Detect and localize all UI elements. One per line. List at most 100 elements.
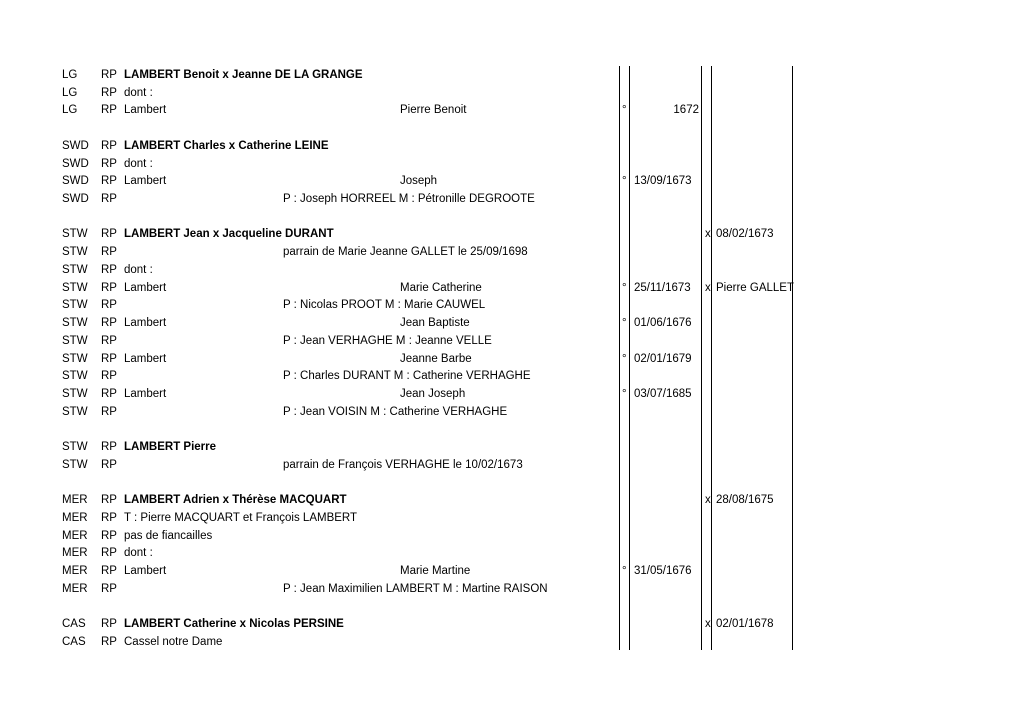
entry-text: dont :	[124, 547, 153, 560]
marriage-date: 08/02/1673	[716, 228, 774, 241]
location-code: SWD	[62, 139, 89, 152]
location-code: STW	[62, 458, 88, 471]
birth-date: 25/11/1673	[634, 281, 691, 294]
godparents-text: P : Joseph HORREEL M : Pétronille DEGROO…	[283, 193, 535, 206]
register-code: RP	[101, 636, 117, 649]
given-names: Marie Martine	[400, 565, 471, 578]
entry-text: Lambert	[124, 175, 167, 188]
entry-text: Cassel notre Dame	[124, 636, 223, 649]
location-code: SWD	[62, 157, 89, 170]
birth-symbol: °	[622, 175, 627, 188]
location-code: MER	[62, 565, 88, 578]
couple-heading: LAMBERT Jean x Jacqueline DURANT	[124, 228, 334, 241]
table-row: SWD RP P : Joseph HORREEL M : Pétronille D…	[0, 190, 1024, 208]
column-rule	[701, 66, 702, 650]
marriage-date: 28/08/1675	[716, 494, 774, 507]
location-code: SWD	[62, 175, 89, 188]
entry-text: dont :	[124, 263, 153, 276]
given-names: Jean Joseph	[400, 387, 466, 400]
column-rule	[792, 66, 793, 650]
register-code: RP	[101, 317, 117, 330]
couple-heading: LAMBERT Benoit x Jeanne DE LA GRANGE	[124, 69, 363, 81]
register-code: RP	[101, 228, 117, 241]
register-code: RP	[101, 441, 117, 454]
birth-symbol: °	[622, 565, 627, 578]
register-code: RP	[101, 193, 117, 206]
entry-text: dont :	[124, 86, 153, 99]
entry-text: Lambert	[124, 387, 167, 400]
location-code: MER	[62, 582, 88, 595]
godparents-text: parrain de François VERHAGHE le 10/02/16…	[283, 458, 523, 471]
location-code: STW	[62, 405, 88, 418]
location-code: STW	[62, 370, 88, 383]
register-code: RP	[101, 494, 117, 507]
marriage-date: 02/01/1678	[716, 618, 774, 631]
register-code: RP	[101, 529, 117, 542]
given-names: Pierre Benoit	[400, 104, 467, 117]
register-code: RP	[101, 582, 117, 595]
godparents-text: P : Jean Maximilien LAMBERT M : Martine …	[283, 582, 548, 595]
location-code: MER	[62, 512, 88, 524]
register-code: RP	[101, 263, 117, 276]
entry-text: T : Pierre MACQUART et François LAMBERT	[124, 512, 358, 524]
register-code: RP	[101, 157, 117, 170]
register-code: RP	[101, 86, 117, 99]
marriage-symbol: x	[705, 494, 711, 507]
table-row: MER RP P : Jean Maximilien LAMBERT M : Mar…	[0, 580, 1024, 598]
location-code: MER	[62, 494, 88, 507]
given-names: Joseph	[400, 175, 438, 188]
location-code: CAS	[62, 618, 86, 631]
location-code: MER	[62, 547, 88, 560]
register-code: RP	[101, 246, 117, 259]
location-code: SWD	[62, 193, 89, 206]
godparents-text: P : Jean VERHAGHE M : Jeanne VELLE	[283, 334, 492, 347]
birth-date: 03/07/1685	[634, 387, 692, 400]
location-code: STW	[62, 246, 88, 259]
entry-text: dont :	[124, 157, 153, 170]
register-code: RP	[101, 618, 117, 631]
marriage-symbol: x	[705, 618, 711, 631]
column-rule	[711, 66, 712, 650]
location-code: LG	[62, 69, 78, 81]
godparents-text: P : Charles DURANT M : Catherine VERHAGH…	[283, 370, 531, 383]
location-code: STW	[62, 352, 88, 365]
register-code: RP	[101, 104, 117, 117]
location-code: LG	[62, 86, 78, 99]
couple-heading: LAMBERT Charles x Catherine LEINE	[124, 139, 329, 152]
register-code: RP	[101, 334, 117, 347]
table-row: LG RP LAMBERT Benoit x Jeanne DE LA GRANGE	[0, 66, 1024, 84]
location-code: STW	[62, 228, 88, 241]
couple-heading: LAMBERT Catherine x Nicolas PERSINE	[124, 618, 344, 631]
birth-symbol: °	[622, 352, 627, 365]
location-code: LG	[62, 104, 78, 117]
entry-text: pas de fiancailles	[124, 529, 213, 542]
register-code: RP	[101, 352, 117, 365]
register-code: RP	[101, 405, 117, 418]
register-code: RP	[101, 69, 117, 81]
location-code: STW	[62, 334, 88, 347]
register-code: RP	[101, 387, 117, 400]
given-names: Jeanne Barbe	[400, 352, 472, 365]
birth-date: 13/09/1673	[634, 175, 692, 188]
birth-date: 31/05/1676	[634, 565, 692, 578]
location-code: STW	[62, 387, 88, 400]
location-code: STW	[62, 441, 88, 454]
marriage-symbol: x	[705, 281, 711, 294]
location-code: STW	[62, 281, 88, 294]
couple-heading: LAMBERT Adrien x Thérèse MACQUART	[124, 494, 347, 507]
entry-text: Lambert	[124, 352, 167, 365]
marriage-date: Pierre GALLET	[716, 281, 794, 294]
location-code: MER	[62, 529, 88, 542]
